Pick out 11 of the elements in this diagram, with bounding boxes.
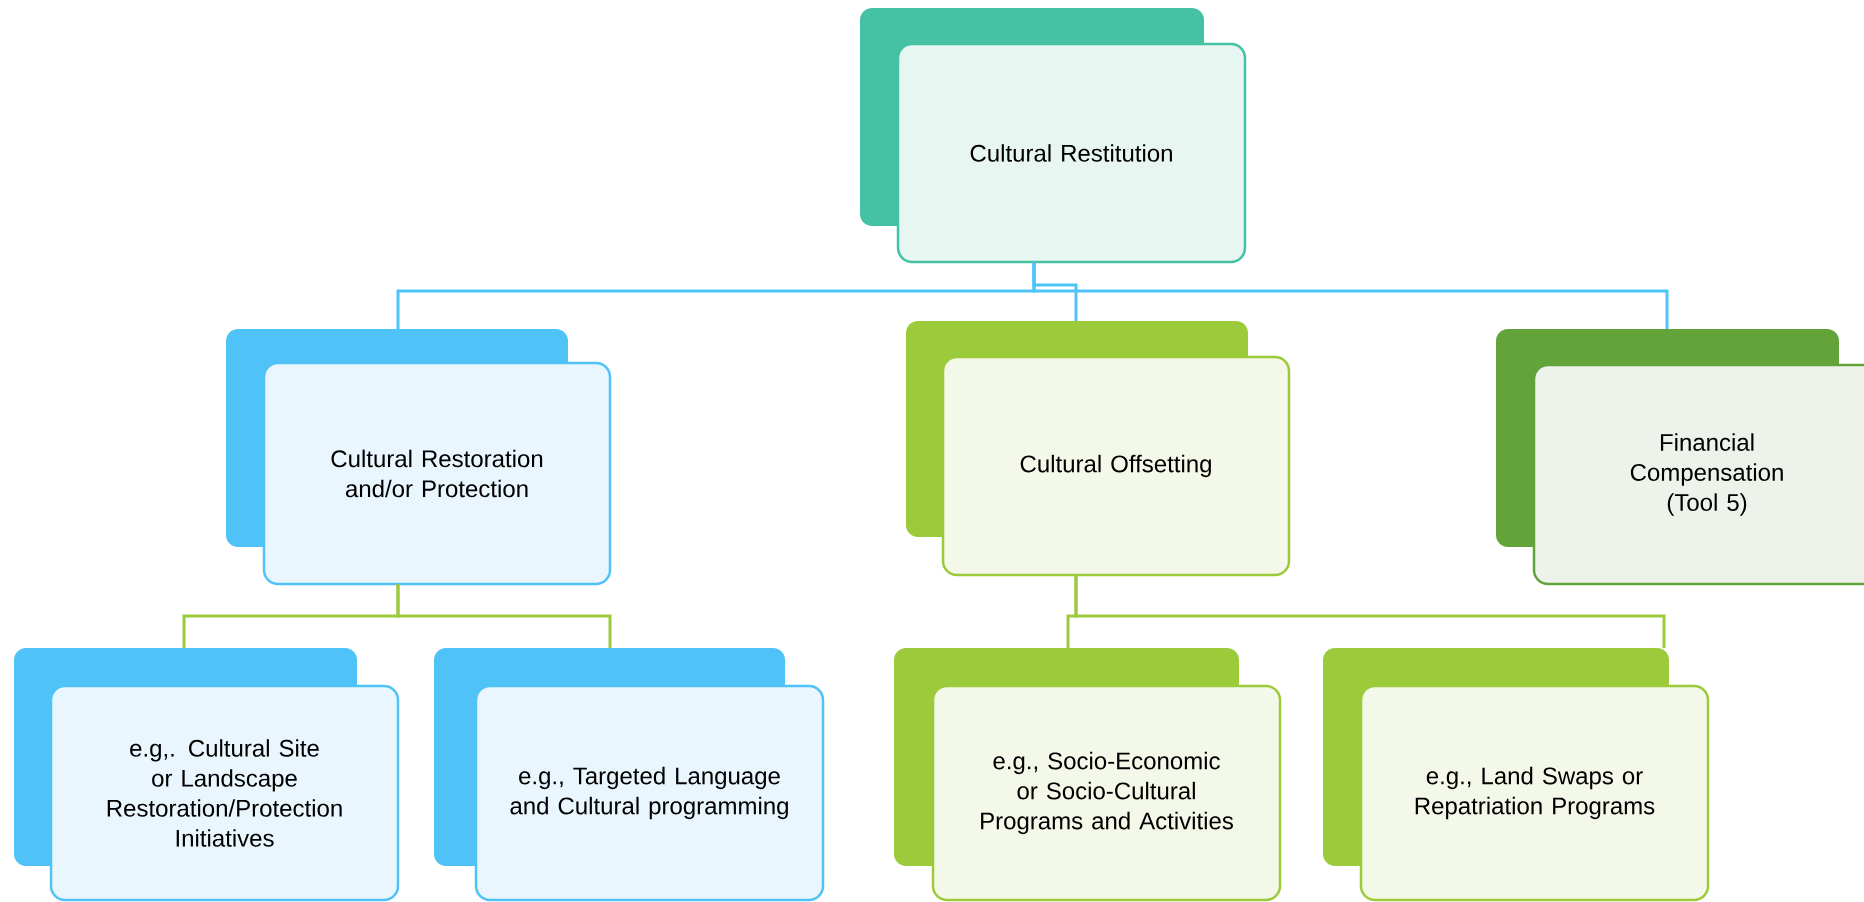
process-box: e.g,. Cultural Site or Landscape Restoration/Protection Initiatives <box>14 648 400 902</box>
process-box: Cultural Restitution <box>860 8 1247 264</box>
process-box: Financial Compensation (Tool 5) <box>1496 329 1864 586</box>
process-box: e.g., Socio-Economic or Socio-Cultural Programs and Activities <box>894 648 1282 902</box>
process-box: Cultural Restoration and/or Protection <box>226 329 612 586</box>
process-box: Cultural Offsetting <box>906 321 1291 577</box>
process-box: e.g., Targeted Language and Cultural programming <box>434 648 825 902</box>
process-box: e.g., Land Swaps or Repatriation Programs <box>1323 648 1710 902</box>
connector-line <box>1032 262 1669 329</box>
connector-line <box>396 584 612 648</box>
connector-line <box>1074 575 1666 648</box>
